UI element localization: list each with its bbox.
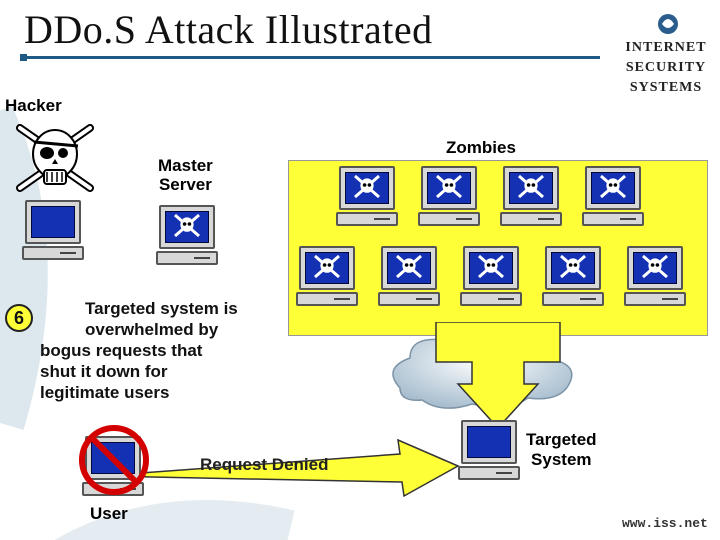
skull-crossbones-icon (642, 254, 668, 279)
step-description: Targeted system is overwhelmed by bogus … (40, 299, 238, 402)
skull-crossbones-icon (396, 254, 422, 279)
hacker-label: Hacker (5, 96, 62, 115)
skull-crossbones-icon (518, 174, 544, 199)
skull-crossbones-icon (314, 254, 340, 279)
zombie-computer (336, 166, 398, 226)
flood-arrow (435, 322, 561, 430)
zombie-computer (582, 166, 644, 226)
skull-crossbones-icon (16, 124, 94, 192)
zombie-computer (460, 246, 522, 306)
no-entry-icon (79, 425, 149, 495)
step-number-badge: 6 (5, 304, 33, 332)
request-denied-label: Request Denied (200, 455, 329, 474)
master-server-label: Master Server (158, 156, 213, 194)
zombie-computer (378, 246, 440, 306)
skull-crossbones-icon (560, 254, 586, 279)
skull-crossbones-icon (478, 254, 504, 279)
targeted-system-computer (458, 420, 520, 480)
slide-title: DDo.S Attack Illustrated (24, 7, 433, 52)
master-server-computer (156, 205, 218, 265)
logo-line-1: INTERNET (625, 40, 707, 55)
title-underline-marker (20, 54, 27, 61)
zombie-computer (418, 166, 480, 226)
zombie-computer (296, 246, 358, 306)
user-label: User (90, 504, 128, 523)
iss-logo: INTERNET SECURITY SYSTEMS (620, 10, 712, 98)
skull-crossbones-icon (174, 213, 200, 238)
skull-crossbones-icon (600, 174, 626, 199)
zombies-label: Zombies (446, 138, 516, 157)
title-underline (22, 56, 600, 59)
targeted-system-label: Targeted System (526, 430, 597, 469)
zombie-computer (542, 246, 604, 306)
logo-line-3: SYSTEMS (629, 80, 703, 95)
website-url: www.iss.net (622, 516, 708, 531)
logo-line-2: SECURITY (625, 60, 707, 75)
skull-crossbones-icon (436, 174, 462, 199)
globe-icon (658, 14, 678, 34)
hacker-computer (22, 200, 84, 260)
zombie-computer (624, 246, 686, 306)
zombie-computer (500, 166, 562, 226)
skull-crossbones-icon (354, 174, 380, 199)
